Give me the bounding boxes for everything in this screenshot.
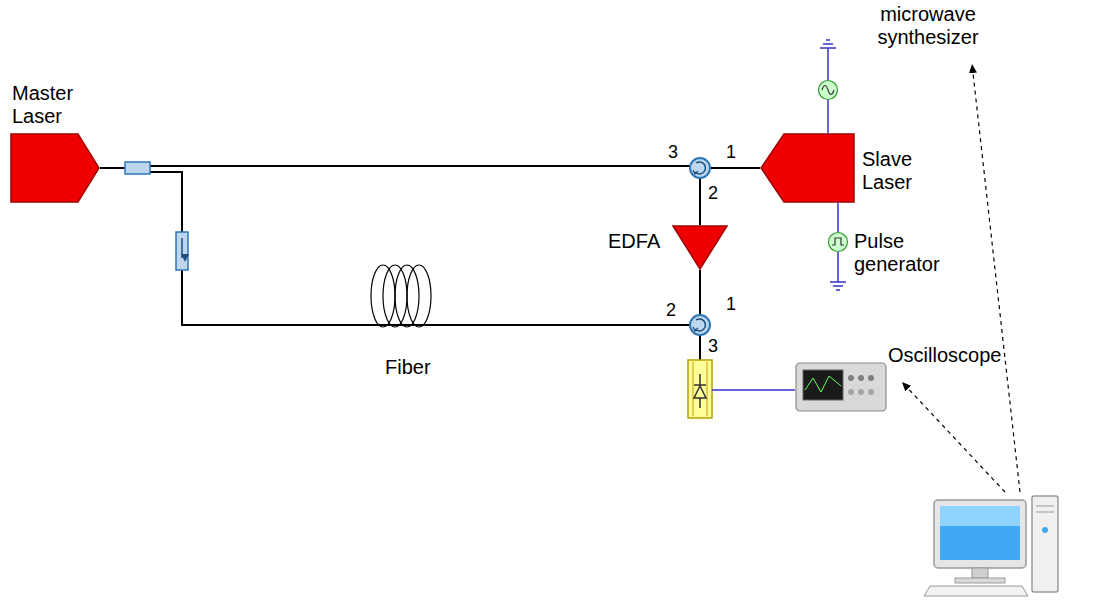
optical-fiber-line bbox=[182, 270, 690, 325]
port-number: 1 bbox=[726, 143, 736, 163]
signal-wire bbox=[837, 203, 839, 232]
control-arrow bbox=[902, 64, 1020, 492]
edfa-amplifier: EDFA bbox=[672, 225, 728, 270]
optical-isolator bbox=[176, 232, 188, 270]
computer-icon bbox=[955, 578, 1005, 583]
photodetector bbox=[688, 360, 712, 418]
photodetector bbox=[693, 362, 707, 416]
microwave-synthesizer: microwave synthesizer bbox=[818, 80, 838, 100]
optical-fiber-line bbox=[100, 166, 760, 360]
computer-icon bbox=[940, 506, 1020, 560]
component-label: EDFA bbox=[608, 230, 668, 253]
edfa-amplifier-shape bbox=[673, 226, 727, 269]
electrical-wire bbox=[837, 252, 839, 282]
ground-symbol bbox=[820, 40, 836, 48]
port-number: 1 bbox=[726, 295, 736, 315]
optical-fiber-line bbox=[699, 270, 701, 315]
computer-icon bbox=[972, 568, 988, 578]
oscilloscope: Oscilloscope bbox=[795, 362, 887, 412]
signal-wire bbox=[827, 100, 829, 133]
edfa-amplifier-icon bbox=[672, 225, 728, 270]
oscilloscope-shape bbox=[868, 389, 874, 395]
master-laser-shape bbox=[11, 134, 99, 202]
component-label: Slave Laser bbox=[862, 148, 937, 194]
pulse-generator-shape bbox=[832, 238, 844, 245]
optical-isolator bbox=[181, 238, 183, 258]
oscilloscope-shape bbox=[848, 375, 854, 381]
control-arrow bbox=[902, 382, 1005, 492]
component-label: Fiber bbox=[385, 356, 455, 379]
slave-laser: Slave Laser bbox=[760, 133, 855, 203]
computer-icon bbox=[1032, 496, 1058, 592]
optical-fiber-line bbox=[699, 335, 701, 360]
electrical-wire bbox=[712, 48, 838, 390]
fiber-spool: Fiber bbox=[368, 264, 434, 332]
oscilloscope-icon bbox=[795, 362, 887, 412]
microwave-synthesizer-shape bbox=[819, 81, 838, 100]
computer-icon bbox=[934, 500, 1026, 568]
optical-fiber-line bbox=[150, 165, 690, 167]
oscilloscope-shape bbox=[868, 375, 874, 381]
oscilloscope-shape bbox=[796, 363, 886, 411]
pulse-generator: Pulse generator bbox=[828, 232, 848, 252]
pulse-generator-icon bbox=[828, 232, 848, 252]
microwave-synthesizer-shape bbox=[822, 86, 834, 95]
optical-circulator bbox=[690, 315, 710, 335]
optical-fiber-line bbox=[710, 167, 760, 169]
master-laser-icon bbox=[10, 133, 100, 203]
oscilloscope-shape bbox=[805, 376, 841, 392]
port-number: 3 bbox=[668, 143, 678, 163]
master-laser: Master Laser bbox=[10, 133, 100, 203]
optical-fiber-line bbox=[150, 172, 182, 232]
fiber-spool-icon bbox=[368, 264, 434, 332]
optical-isolator bbox=[176, 232, 188, 270]
component-label: Pulse generator bbox=[854, 230, 964, 276]
electrical-wire bbox=[827, 48, 829, 80]
photodetector bbox=[688, 360, 712, 418]
slave-laser-shape bbox=[761, 134, 854, 202]
microwave-synthesizer-icon bbox=[818, 80, 838, 100]
oscilloscope-shape bbox=[803, 370, 843, 400]
oscilloscope-shape bbox=[858, 375, 864, 381]
fiber-spool-shape bbox=[407, 265, 431, 327]
fiber-coupler bbox=[125, 162, 150, 174]
computer-icon bbox=[924, 586, 1028, 596]
optical-fiber-line bbox=[699, 178, 701, 225]
optical-circulator bbox=[693, 327, 698, 331]
ground-symbol bbox=[830, 282, 846, 290]
computer-icon bbox=[1042, 527, 1048, 533]
control-arrow bbox=[972, 64, 1020, 492]
slave-laser-icon bbox=[760, 133, 855, 203]
optical-circulator bbox=[690, 158, 710, 178]
computer-icon bbox=[940, 506, 1020, 526]
photodetector bbox=[694, 374, 706, 408]
port-number: 2 bbox=[708, 184, 718, 204]
photodetector bbox=[694, 386, 706, 398]
port-number: 3 bbox=[708, 337, 718, 357]
port-number: 2 bbox=[666, 301, 676, 321]
optical-fiber-line bbox=[100, 167, 125, 169]
component-label: microwave synthesizer bbox=[858, 3, 998, 49]
component-label: Master Laser bbox=[12, 82, 102, 128]
component-label: Oscilloscope bbox=[888, 344, 1023, 367]
oscilloscope-shape bbox=[848, 389, 854, 395]
pulse-generator-shape bbox=[829, 233, 848, 252]
computer-icon bbox=[1036, 506, 1054, 512]
electrical-wire bbox=[712, 389, 795, 391]
oscilloscope-shape bbox=[858, 389, 864, 395]
computer-icon bbox=[924, 496, 1058, 596]
fiber-coupler bbox=[125, 162, 150, 174]
optical-circulator bbox=[693, 170, 698, 174]
